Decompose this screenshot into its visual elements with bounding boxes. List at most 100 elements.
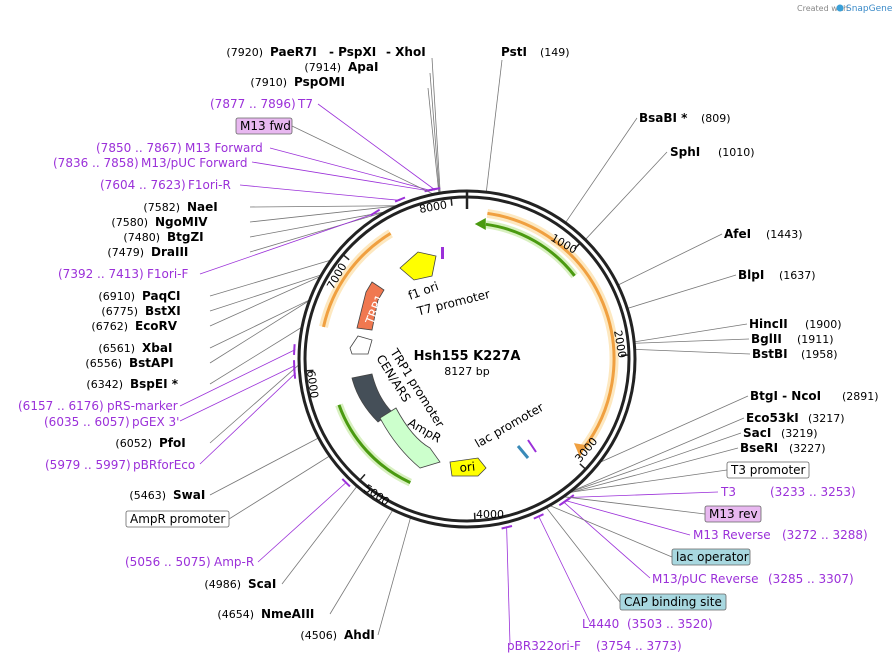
site-name: NaeI <box>187 200 218 214</box>
box-bg <box>704 505 762 523</box>
site-name: PstI <box>501 45 527 59</box>
site-btgzi: (7480) BtgZI <box>123 230 203 244</box>
site-nmeaiii: (4654) NmeAIII <box>217 607 314 621</box>
site-leader <box>569 417 745 493</box>
site-name: BtgZI <box>167 230 204 244</box>
site-bstapi: (6556) BstAPI <box>85 356 173 370</box>
site-blpi: BlpI (1637) <box>738 268 816 282</box>
tick-mark <box>359 473 366 481</box>
site-name: SwaI <box>173 488 205 502</box>
primer-range: (3503 .. 3520) <box>627 617 713 631</box>
site-pos: (1958) <box>801 348 838 361</box>
site-pfoi: (6052) PfoI <box>115 436 185 450</box>
site-name: NmeAIII <box>261 607 314 621</box>
site-pos: (6342) <box>86 378 123 391</box>
site-name: BstAPI <box>129 356 174 370</box>
site-name: SphI <box>670 145 700 159</box>
primer-leader <box>562 501 651 579</box>
primer-range: (7836 .. 7858) <box>53 156 139 170</box>
primers-left: (7877 .. 7896) T7 (7850 .. 7867) M13 For… <box>18 97 313 569</box>
tick-2000: 2000 <box>611 329 629 359</box>
box-leader <box>568 469 728 493</box>
site-pos: (3219) <box>781 427 818 440</box>
box-lac-operator: lac operator <box>671 548 751 566</box>
primer-mark <box>501 525 513 530</box>
site-leader <box>209 274 322 312</box>
primer-name: L4440 <box>582 617 619 631</box>
feature-green-arc <box>485 222 576 277</box>
tick-4000: 4000 <box>476 508 504 521</box>
site-bstxi: (6775) BstXI <box>101 304 180 318</box>
feature-ori <box>449 457 487 477</box>
feature-left-orange-arc <box>322 232 392 328</box>
box-bg <box>619 593 727 611</box>
site-pos: (2891) <box>842 390 879 403</box>
site-pos: (6762) <box>91 320 128 333</box>
box-text: AmpR promoter <box>130 512 225 526</box>
box-text: T3 promoter <box>730 463 806 477</box>
box-text: M13 fwd <box>240 119 291 133</box>
primer-range: (6157 .. 6176) <box>18 399 104 413</box>
site-paqci: (6910) PaqCI <box>98 289 180 303</box>
tick-5000: 5000 <box>361 482 391 509</box>
site-name: BsaBI * <box>639 111 688 125</box>
site-name: - XhoI <box>386 45 426 59</box>
site-btgi-ncoi: BtgI - NcoI (2891) <box>750 389 879 403</box>
primer-leader <box>269 147 432 192</box>
site-pos: (4986) <box>204 578 241 591</box>
primer-range: (7392 .. 7413) <box>58 267 144 281</box>
primer-leader <box>317 103 436 191</box>
site-name: PaqCI <box>142 289 180 303</box>
site-xbai: (6561) XbaI <box>98 341 172 355</box>
site-pos: (1010) <box>718 146 755 159</box>
feature-lower-green-arc <box>337 404 411 484</box>
primer-range: (3285 .. 3307) <box>768 572 854 586</box>
tick-8000: 8000 <box>418 198 448 216</box>
box-m13-rev: M13 rev <box>704 505 762 523</box>
box-text: CAP binding site <box>624 595 722 609</box>
site-leader <box>249 211 387 238</box>
primer-leader <box>179 349 296 407</box>
primers-right: T3 (3233 .. 3253) M13 Reverse (3272 .. 3… <box>507 485 868 653</box>
site-pos: (6561) <box>98 342 135 355</box>
site-name: BstBI <box>752 347 788 361</box>
box-leader <box>291 125 434 195</box>
tick-mark <box>305 369 314 372</box>
box-text: M13 rev <box>709 507 758 521</box>
site-saci: SacI (3219) <box>743 426 818 440</box>
primer-range: (3754 .. 3773) <box>596 639 682 653</box>
primer-name: T3 <box>720 485 736 499</box>
site-hincii: HincII (1900) <box>749 317 842 331</box>
primer-leader <box>239 184 401 201</box>
box-leader <box>549 505 673 558</box>
site-pos: (3227) <box>789 442 826 455</box>
primer-name: Amp-R <box>214 555 254 569</box>
tick-mark <box>579 463 587 470</box>
site-sphi: SphI (1010) <box>670 145 755 159</box>
site-pos: (7480) <box>123 231 160 244</box>
site-leader <box>617 233 723 286</box>
site-ahdi: (4506) AhdI <box>300 628 374 642</box>
site-leader <box>209 275 321 327</box>
box-cap-binding-site: CAP binding site <box>619 593 727 611</box>
site-pos: (809) <box>701 112 731 125</box>
site-name: BspEI * <box>130 377 179 391</box>
primer-leader <box>568 491 719 498</box>
box-ampr-promoter: AmpR promoter <box>125 510 230 528</box>
primer-name: T7 <box>297 97 313 111</box>
box-m13-fwd: M13 fwd <box>235 117 293 135</box>
feature-green-arrowhead <box>474 218 486 231</box>
primer-range: (5056 .. 5075) <box>125 555 211 569</box>
site-leader <box>209 259 332 297</box>
primer-leader <box>251 161 431 192</box>
site-leader <box>377 517 411 636</box>
site-leader <box>429 72 440 194</box>
site-pos: (4506) <box>300 629 337 642</box>
site-pos: (4654) <box>217 608 254 621</box>
site-name: AhdI <box>344 628 375 642</box>
site-pos: (7914) <box>304 61 341 74</box>
snapgene-logo: SnapGene <box>836 4 893 14</box>
tick-mark <box>450 197 453 206</box>
site-paer7i-pspxi-xhoi: (7920) PaeR7I - PspXI - XhoI <box>226 45 425 59</box>
primer-range: (7877 .. 7896) <box>210 97 296 111</box>
